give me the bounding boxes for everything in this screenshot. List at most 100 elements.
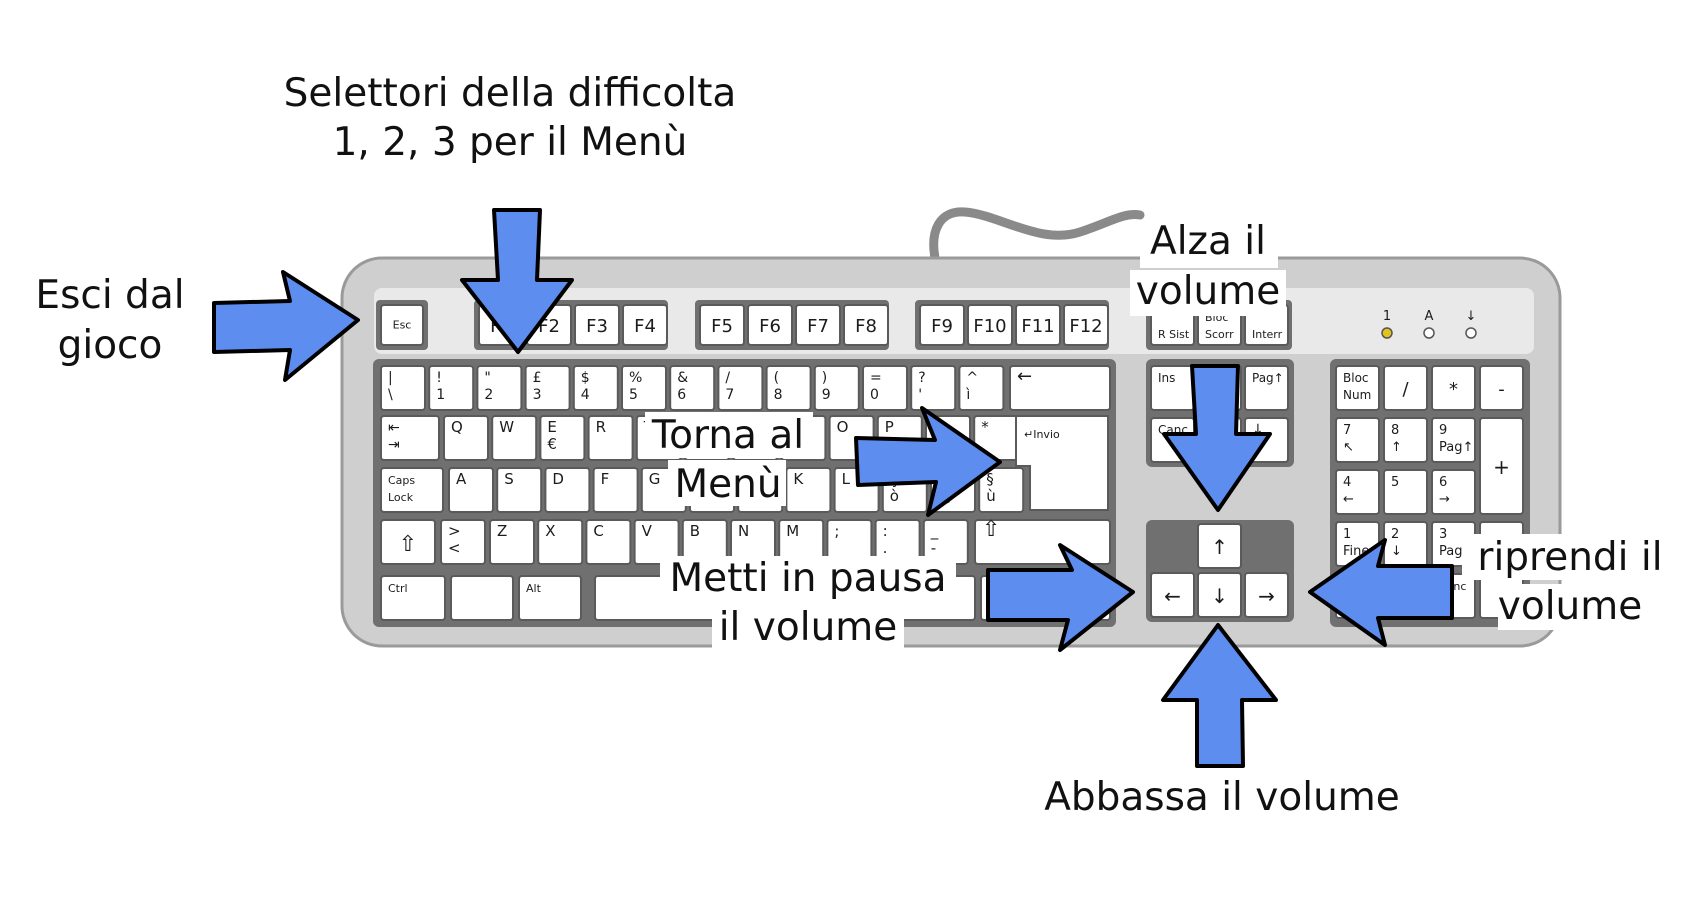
key-f11[interactable]: F11 (1015, 304, 1061, 346)
label-menu-bg2 (668, 460, 786, 506)
key-q-3[interactable]: R (587, 415, 634, 461)
key-a-3[interactable]: F (592, 467, 639, 513)
key-f5[interactable]: F5 (699, 304, 745, 346)
key-np-mul[interactable]: * (1431, 365, 1476, 411)
key-a-2[interactable]: D (544, 467, 591, 513)
key-win[interactable] (450, 575, 514, 621)
key-down[interactable]: ↓ (1197, 572, 1242, 618)
key-ltgt[interactable]: >< (440, 519, 486, 565)
key-a-0[interactable]: A (448, 467, 494, 513)
key-tab[interactable]: ⇤⇥ (380, 415, 440, 461)
key-num-4[interactable]: $4 (572, 365, 619, 411)
key-backspace[interactable]: ← (1009, 365, 1111, 411)
key-right[interactable]: → (1244, 572, 1289, 618)
key-f12[interactable]: F12 (1063, 304, 1109, 346)
label-difficulty-line1: Selettori della difficolta (284, 71, 737, 116)
key-np-9-label: 9 (1439, 423, 1447, 438)
key-np-div[interactable]: / (1383, 365, 1428, 411)
key-num-7[interactable]: /7 (717, 365, 764, 411)
key-z-3[interactable]: V (633, 519, 680, 565)
key-z-0[interactable]: Z (489, 519, 535, 565)
key-blocnum-cap (1335, 365, 1380, 411)
key-np-4[interactable]: 4← (1335, 469, 1380, 515)
key-a-11[interactable]: §ù (978, 467, 1025, 513)
key-np-sub[interactable]: - (1479, 365, 1524, 411)
key-num-9[interactable]: )9 (813, 365, 860, 411)
key-f8[interactable]: F8 (843, 304, 889, 346)
key-q-0[interactable]: Q (443, 415, 489, 461)
key-num-11-label: ? (918, 370, 925, 386)
key-a-3-cap (592, 467, 639, 513)
key-np-7[interactable]: 7↖ (1335, 417, 1380, 463)
key-alt[interactable]: Alt (518, 575, 582, 621)
key-lshift[interactable]: ⇧ (380, 519, 436, 565)
key-tab-label: ⇥ (388, 437, 400, 453)
key-f10[interactable]: F10 (967, 304, 1013, 346)
key-esc[interactable]: Esc (380, 304, 424, 346)
key-z-6[interactable]: M (778, 519, 825, 565)
key-a-1[interactable]: S (496, 467, 543, 513)
key-up[interactable]: ↑ (1197, 523, 1242, 569)
key-f7[interactable]: F7 (795, 304, 841, 346)
key-ctrl[interactable]: Ctrl (380, 575, 446, 621)
key-np-8[interactable]: 8↑ (1383, 417, 1428, 463)
key-f9-label: F9 (931, 316, 953, 337)
key-z-0-cap (489, 519, 535, 565)
key-z-2[interactable]: C (585, 519, 632, 565)
key-np-add[interactable]: + (1479, 417, 1524, 515)
key-np-6[interactable]: 6→ (1431, 469, 1476, 515)
key-num-3[interactable]: £3 (524, 365, 571, 411)
key-z-2-label: C (593, 522, 603, 540)
key-pgup[interactable]: Pag↑ (1244, 365, 1289, 411)
key-num-8[interactable]: (8 (765, 365, 812, 411)
key-lshift-cap (380, 519, 436, 565)
key-num-5[interactable]: %5 (621, 365, 667, 411)
key-np-5[interactable]: 5 (1383, 469, 1428, 515)
key-num-2[interactable]: "2 (476, 365, 523, 411)
key-z-9[interactable]: _- (922, 519, 969, 565)
key-f11-label: F11 (1021, 316, 1054, 337)
key-ins[interactable]: Ins (1150, 365, 1195, 411)
key-num-12-cap (958, 365, 1005, 411)
key-z-1[interactable]: X (537, 519, 584, 565)
key-enter[interactable]: ↵Invio (1015, 415, 1109, 511)
key-num-0[interactable]: |\ (380, 365, 426, 411)
key-num-0-label: | (388, 370, 393, 386)
key-num-6[interactable]: &6 (669, 365, 716, 411)
key-np-7-label: ↖ (1343, 440, 1354, 455)
key-z-2-cap (585, 519, 632, 565)
keyboard-cable (929, 207, 1145, 263)
key-num-1[interactable]: !1 (428, 365, 475, 411)
key-num-12[interactable]: ^ì (958, 365, 1005, 411)
key-num-7-cap (717, 365, 764, 411)
key-q-2[interactable]: E € (539, 415, 586, 461)
key-np-7-cap (1335, 417, 1380, 463)
label-exit-line2: gioco (58, 323, 163, 368)
key-num-12-label: ì (965, 387, 970, 403)
key-np-2[interactable]: 2↓ (1383, 521, 1428, 567)
key-alt-label: Alt (526, 582, 542, 595)
key-right-label: → (1258, 584, 1275, 608)
key-left[interactable]: ← (1150, 572, 1195, 618)
key-num-5-label: % (629, 370, 642, 386)
key-f4[interactable]: F4 (622, 304, 668, 346)
key-f3[interactable]: F3 (574, 304, 620, 346)
label-volume-up-line2: volume (1136, 269, 1280, 314)
key-q-1[interactable]: W (491, 415, 538, 461)
key-f9[interactable]: F9 (919, 304, 965, 346)
key-a-7[interactable]: K (785, 467, 832, 513)
key-num-10[interactable]: =0 (862, 365, 908, 411)
key-num-11[interactable]: ?' (910, 365, 957, 411)
key-f4-label: F4 (634, 316, 656, 337)
key-ins-label: Ins (1158, 371, 1175, 385)
key-z-7-label: ; (834, 522, 839, 540)
key-f6[interactable]: F6 (747, 304, 793, 346)
led-label: 1 (1383, 309, 1391, 324)
label-difficulty-line2: 1, 2, 3 per il Menù (333, 120, 688, 165)
key-rshift[interactable]: ⇧ (974, 517, 1111, 565)
key-np-2-label: 2 (1391, 527, 1399, 542)
label-resume-bg2 (1498, 584, 1648, 630)
